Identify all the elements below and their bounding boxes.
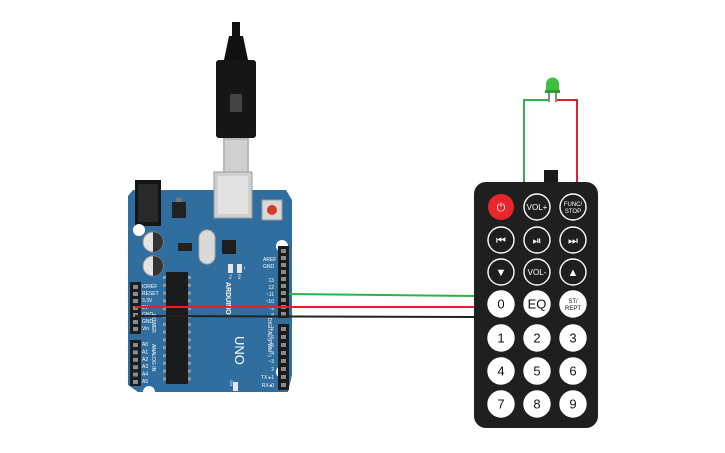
remote-button-eight[interactable]: 8 — [523, 390, 551, 418]
remote-button-label: 4 — [497, 364, 504, 379]
uno-model-label: UNO — [232, 336, 247, 365]
remote-button-two[interactable]: 2 — [523, 324, 551, 352]
digital-pin-label-low-6: TX ▸1 — [261, 375, 274, 381]
power-pin-label-0: IOREF — [142, 284, 157, 290]
led-red-wire — [557, 99, 578, 182]
digital-pin-label-4: ~9 — [268, 306, 274, 312]
remote-button-six[interactable]: 6 — [559, 357, 587, 385]
remote-button-label: ⏮ — [496, 235, 506, 247]
remote-button-label: 5 — [533, 364, 540, 379]
analog-pin-label-5: A5 — [142, 379, 148, 385]
remote-button-five[interactable]: 5 — [523, 357, 551, 385]
remote-button-label: ▲ — [568, 267, 579, 279]
remote-button-label: ▼ — [496, 267, 507, 279]
on-led-label: ON — [229, 380, 234, 386]
digital-label: DIGITAL (PWM~) — [266, 318, 272, 357]
power-pin-label-1: RESET — [142, 291, 159, 297]
l-led-label: L — [244, 265, 247, 270]
usb-cable — [216, 22, 256, 174]
green-led — [545, 77, 560, 102]
aref-label: AREF — [263, 257, 276, 263]
remote-button-label: 2 — [533, 331, 540, 346]
digital-pin-label-low-7: RX◂0 — [262, 383, 274, 389]
remote-button-power[interactable]: ⏻ — [488, 194, 514, 220]
ir-remote: ⏻ VOL+ FUNC/STOP ⏮ ⏯ ⏭ ▼ VOL- ▲ 0 EQ ST/REPT 1 2 3 4 5 6 7… — [474, 182, 598, 428]
power-pin-label-6: Vin — [142, 326, 149, 332]
digital-pin-label-low-3: 4 — [271, 351, 274, 357]
remote-button-label: 8 — [533, 397, 540, 412]
analog-pin-label-2: A2 — [142, 357, 148, 363]
digital-pin-label-low-2: ~5 — [268, 343, 274, 349]
power-pin-label-4: GND — [142, 312, 154, 318]
remote-button-prev[interactable]: ⏮ — [487, 226, 515, 254]
remote-button-four[interactable]: 4 — [487, 357, 515, 385]
analog-pin-label-3: A3 — [142, 364, 148, 370]
digital-pin-label-low-0: 7 — [271, 327, 274, 333]
remote-button-vol-down[interactable]: VOL- — [523, 258, 551, 286]
remote-button-down[interactable]: ▼ — [487, 258, 515, 286]
remote-button-up[interactable]: ▲ — [559, 258, 587, 286]
digital-pin-label-2: ~11 — [266, 292, 274, 298]
analog-pin-label-4: A4 — [142, 372, 148, 378]
digital-pin-label-low-5: 2 — [271, 367, 274, 373]
led-green-wire — [523, 99, 548, 182]
remote-button-one[interactable]: 1 — [487, 324, 515, 352]
remote-button-label: EQ — [528, 297, 547, 312]
remote-button-st-rept[interactable]: ST/REPT — [559, 290, 587, 318]
remote-button-play-pause[interactable]: ⏯ — [523, 226, 551, 254]
green-signal-wire — [288, 293, 475, 297]
remote-button-label: ⏯ — [533, 235, 542, 247]
remote-button-label: 6 — [569, 364, 576, 379]
remote-button-func-stop[interactable]: FUNC/STOP — [559, 193, 587, 221]
power-pin-label-2: 3.3V — [142, 298, 153, 304]
remote-button-eq[interactable]: EQ — [523, 290, 551, 318]
remote-button-next[interactable]: ⏭ — [559, 226, 587, 254]
gnd-label: GND — [263, 264, 275, 270]
remote-button-label: FUNC/ — [564, 202, 583, 208]
remote-button-label: 3 — [569, 331, 576, 346]
ir-receiver — [544, 170, 558, 182]
remote-button-vol-up[interactable]: VOL+ — [523, 193, 551, 221]
remote-button-nine[interactable]: 9 — [559, 390, 587, 418]
remote-button-label: ST/ — [568, 299, 578, 305]
remote-button-three[interactable]: 3 — [559, 324, 587, 352]
digital-pin-label-1: 12 — [268, 285, 274, 291]
arduino-brand-label: ARDUINO — [224, 282, 231, 315]
analog-section-label: ANALOG IN — [150, 344, 156, 372]
analog-pin-label-0: A0 — [142, 342, 148, 348]
remote-button-label: ⏻ — [497, 202, 506, 214]
remote-button-label: REPT — [565, 306, 581, 312]
remote-button-label: VOL+ — [527, 203, 548, 212]
remote-button-label: ⏭ — [568, 235, 578, 247]
remote-button-label: 0 — [497, 297, 504, 312]
power-pin-label-5: GND — [142, 319, 154, 325]
remote-button-label: 9 — [569, 397, 576, 412]
remote-button-label: 1 — [497, 331, 504, 346]
rx-led-label: RX — [237, 274, 242, 280]
wires — [134, 99, 578, 318]
black-wire — [134, 315, 475, 318]
tx-led-label: TX — [228, 274, 233, 279]
remote-button-seven[interactable]: 7 — [487, 390, 515, 418]
remote-button-zero[interactable]: 0 — [487, 290, 515, 318]
digital-pin-label-low-4: ~3 — [268, 359, 274, 365]
power-section-label: POWER — [150, 314, 156, 333]
digital-pin-label-low-1: ~6 — [268, 335, 274, 341]
digital-pin-label-0: 13 — [268, 278, 274, 284]
remote-button-label: STOP — [565, 209, 581, 215]
remote-button-label: 7 — [497, 397, 504, 412]
digital-pin-label-3: ~10 — [266, 299, 275, 305]
analog-pin-label-1: A1 — [142, 349, 148, 355]
remote-button-label: VOL- — [528, 268, 547, 277]
